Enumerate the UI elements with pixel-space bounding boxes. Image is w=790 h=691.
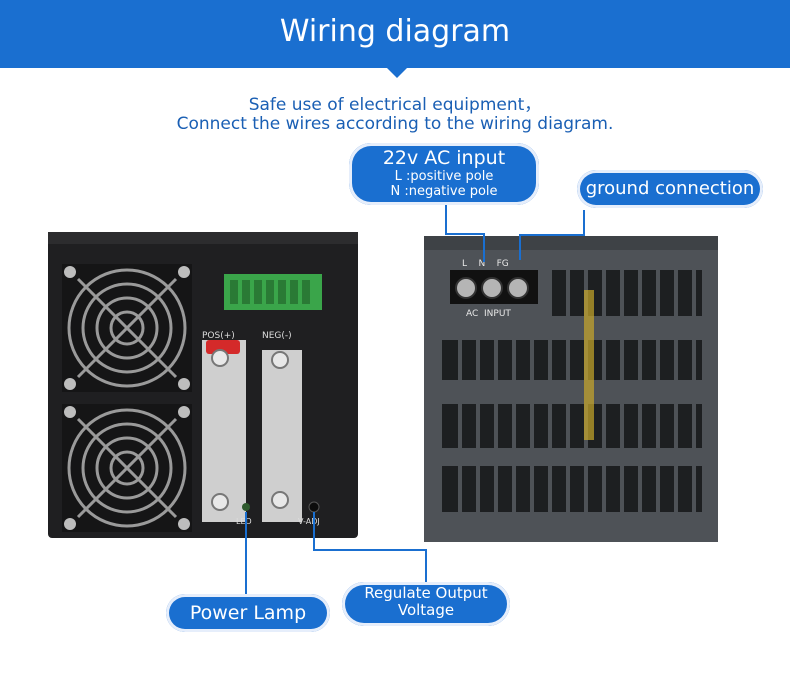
regulate-line-1: Regulate Output bbox=[364, 584, 488, 602]
signal-terminal-block bbox=[224, 274, 322, 310]
front-unit: POS(+) NEG(-) LED V-ADJ bbox=[48, 232, 358, 538]
pos-cap bbox=[206, 340, 240, 354]
led-label: LED bbox=[236, 517, 252, 526]
vadj-potentiometer[interactable] bbox=[308, 501, 320, 513]
ground-connector bbox=[519, 210, 585, 260]
regulate-voltage-callout: Regulate Output Voltage bbox=[342, 582, 510, 626]
ac-input-title: 22v AC input bbox=[382, 147, 506, 169]
led-indicator bbox=[242, 503, 250, 511]
vadj-label: V-ADJ bbox=[298, 517, 320, 526]
terminal-labels: L N FG bbox=[462, 259, 509, 269]
ac-input-callout: 22v AC input L :positive pole N :negativ… bbox=[349, 143, 539, 205]
intro-line-2: Connect the wires according to the wirin… bbox=[176, 114, 614, 134]
ac-input-connector bbox=[445, 201, 485, 262]
header-banner: Wiring diagram bbox=[0, 0, 790, 68]
pos-label: POS(+) bbox=[202, 331, 235, 341]
vadj-connector bbox=[313, 512, 427, 584]
pos-busbar bbox=[202, 340, 246, 522]
fan-top bbox=[62, 264, 192, 392]
neg-label: NEG(-) bbox=[262, 331, 292, 341]
power-lamp-callout: Power Lamp bbox=[166, 594, 330, 632]
ac-input-label: AC INPUT bbox=[466, 309, 511, 319]
connector-lines bbox=[245, 201, 585, 600]
fan-bottom bbox=[62, 404, 192, 532]
ac-input-line-l: L :positive pole bbox=[394, 169, 494, 184]
regulate-line-2: Voltage bbox=[397, 601, 455, 619]
header-pointer bbox=[385, 66, 409, 78]
ground-callout: ground connection bbox=[577, 170, 763, 208]
intro-line-1: Safe use of electrical equipment， bbox=[248, 95, 542, 115]
ac-input-line-n: N :negative pole bbox=[390, 184, 498, 199]
rear-unit: L N FG AC INPUT bbox=[424, 236, 718, 542]
ac-terminal-block bbox=[450, 270, 538, 304]
page-title: Wiring diagram bbox=[279, 14, 511, 49]
